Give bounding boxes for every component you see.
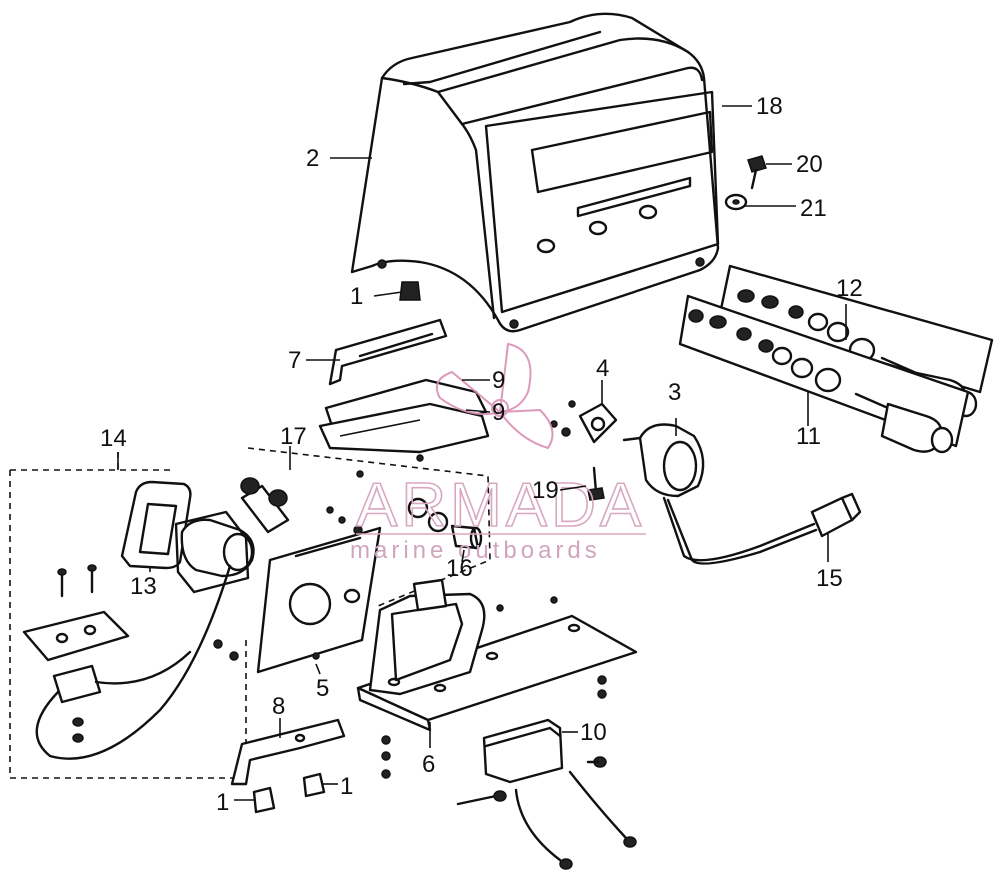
washer-21 (724, 193, 748, 211)
callout-1-top: 1 (350, 283, 363, 310)
callout-21: 21 (800, 195, 827, 222)
group-frame-14 (9, 452, 247, 779)
callout-17: 17 (280, 423, 307, 450)
callout-16: 16 (446, 555, 473, 582)
watermark-brand: ARMADA (356, 471, 645, 540)
cylinder-16 (450, 524, 483, 550)
switch-panel-11 (678, 294, 970, 454)
relay-10 (456, 718, 637, 870)
callout-14: 14 (100, 425, 127, 452)
callout-15: 15 (816, 565, 843, 592)
callout-12: 12 (836, 275, 863, 302)
motor-14 (174, 510, 255, 594)
plate-14 (22, 610, 130, 662)
callout-11: 11 (796, 423, 821, 450)
switch-14 (35, 564, 232, 760)
armada-logo (436, 342, 554, 450)
callout-10-text: 10 (580, 719, 607, 746)
callout-20: 20 (796, 151, 823, 178)
callout-6: 6 (422, 751, 435, 778)
callout-1-bottom-right: 1 (340, 773, 353, 800)
plate-9-lower (318, 402, 490, 454)
callout-3: 3 (668, 379, 681, 406)
callout-18: 18 (756, 93, 783, 120)
callout-9-upper: 9 (492, 367, 505, 394)
callout-8: 8 (272, 693, 285, 720)
meter-3 (622, 423, 705, 498)
base-bracket-6 (356, 578, 638, 732)
callout-7: 7 (288, 347, 301, 374)
bracket-8 (230, 718, 346, 786)
callout-labels: 2 18 20 21 1 12 7 9 9 4 3 11 14 17 19 15… (100, 93, 863, 816)
grommet-1-bottom-left (252, 786, 276, 814)
lens-13 (120, 480, 192, 570)
bracket-5 (256, 526, 382, 674)
screw-20 (747, 155, 767, 190)
fasteners (213, 400, 607, 779)
callout-4: 4 (596, 355, 609, 382)
screws-14 (57, 564, 97, 598)
watermark-tagline: marine outboards (350, 537, 601, 564)
grommet-1-top (399, 281, 421, 301)
control-box-cover (350, 12, 720, 333)
callout-2: 2 (306, 145, 319, 172)
bolt-19 (587, 466, 605, 501)
callout-19: 19 (532, 477, 559, 504)
grommet-1-bottom-right (302, 772, 326, 798)
callout-9-lower: 9 (492, 399, 505, 426)
leader-lines (117, 105, 847, 801)
callout-1-bottom-left: 1 (216, 789, 229, 816)
bracket-7 (328, 318, 448, 386)
callout-5: 5 (316, 675, 329, 702)
callout-13: 13 (130, 573, 157, 600)
wire-harness-15 (662, 492, 862, 565)
mount-plate-4 (578, 402, 618, 444)
